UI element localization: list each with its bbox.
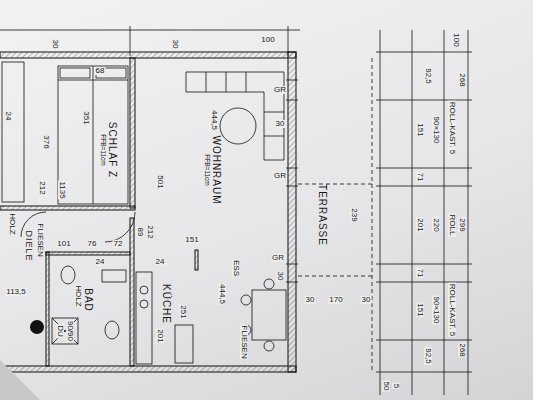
- dimension-text: 376: [42, 134, 50, 149]
- dimension-text: 68: [95, 67, 106, 75]
- room-label-group: DIELE: [23, 230, 32, 261]
- room-area: TERRASSE: [298, 58, 372, 368]
- dimension-text: 268: [458, 342, 466, 357]
- dimension-text: 201: [416, 217, 424, 232]
- dimension-text: 30: [305, 296, 316, 304]
- dimension-text: 151: [416, 302, 424, 317]
- dimension-text: 30: [171, 39, 179, 50]
- dimension-text: 50: [382, 381, 390, 392]
- dimension-text: 101: [56, 240, 71, 248]
- dimension-text: 24: [155, 258, 166, 266]
- area-note: FLIESEN: [240, 324, 248, 359]
- dimension-text: 24: [95, 258, 106, 266]
- dimension-text: 100: [452, 32, 460, 47]
- dimension-text: 212: [38, 180, 46, 195]
- dimension-text: 90×130: [432, 296, 440, 325]
- dimension-text: 151: [416, 122, 424, 137]
- area-note: FLIESEN: [36, 222, 44, 257]
- dimension-text: 351: [82, 110, 90, 125]
- room-name: KÜCHE: [161, 284, 172, 324]
- dimension-text: 444,5: [218, 283, 226, 305]
- dimension-text: 92,5: [424, 67, 432, 85]
- area-note: GR: [271, 254, 285, 262]
- dimension-text: 113,5: [5, 288, 26, 296]
- room-name: DIELE: [23, 230, 32, 261]
- room-name: TERRASSE: [317, 184, 328, 246]
- dimension-text: 251: [179, 304, 187, 319]
- room-label-group: TERRASSE: [317, 184, 328, 246]
- dimension-text: 299: [458, 217, 466, 232]
- room-label-group: KÜCHE: [161, 284, 172, 324]
- area-note: HOLZ: [74, 284, 82, 307]
- dimension-text: 212: [146, 224, 154, 239]
- dimension-text: 239: [350, 207, 358, 222]
- dimension-text: 100: [260, 36, 275, 44]
- floor-note: FFB=11cm: [99, 134, 106, 165]
- room-label-group: SCHLAF ZFFB=11cm: [99, 122, 116, 178]
- area-note: DU: [56, 324, 64, 338]
- dimension-text: 201: [156, 328, 164, 343]
- area-note: GR: [273, 172, 287, 180]
- room-label-group: BAD: [83, 288, 94, 312]
- dimension-text: 151: [184, 236, 199, 244]
- dimension-text: 71: [416, 268, 424, 279]
- dimension-text: 76: [87, 240, 98, 248]
- dimension-text: 5: [392, 383, 400, 389]
- dimension-text: 24: [4, 111, 12, 122]
- dimension-text: 30: [276, 271, 284, 282]
- room-name: BAD: [83, 288, 94, 312]
- area-note: ROLL-KAST. 5: [448, 283, 456, 337]
- dimension-text: 89: [136, 227, 144, 238]
- dimension-text: 30: [275, 120, 286, 128]
- area-note: ROLL: [448, 214, 456, 237]
- area-note: ESS: [232, 259, 240, 277]
- dimension-text: 90/90: [66, 320, 74, 342]
- area-note: HOLZ: [8, 212, 16, 235]
- dimension-text: 1135: [58, 180, 66, 199]
- floor-note: FFB=11cm: [203, 154, 210, 185]
- dimension-text: 220: [432, 217, 440, 232]
- room-area: BAD: [49, 255, 130, 366]
- room-label-group: WOHNRAUMFFB=11cm: [203, 135, 220, 204]
- dimension-text: 30: [361, 296, 372, 304]
- dimension-text: 444,5: [210, 109, 218, 131]
- dimension-text: 268: [458, 72, 466, 87]
- dimension-text: 92,5: [424, 347, 432, 365]
- dimension-text: 170: [328, 296, 343, 304]
- dimension-text: 501: [156, 174, 164, 189]
- dimension-text: 72: [113, 240, 124, 248]
- room-area: WOHNRAUMFFB=11cm: [135, 58, 288, 248]
- dimension-text: 90×130: [432, 116, 440, 145]
- room-name: SCHLAF Z: [106, 122, 117, 178]
- area-note: GR: [273, 86, 287, 94]
- area-note: ROLL-KAST. 5: [448, 101, 456, 155]
- room-name: WOHNRAUM: [210, 135, 221, 204]
- dimension-text: 71: [416, 172, 424, 183]
- dimension-text: 30: [51, 39, 59, 50]
